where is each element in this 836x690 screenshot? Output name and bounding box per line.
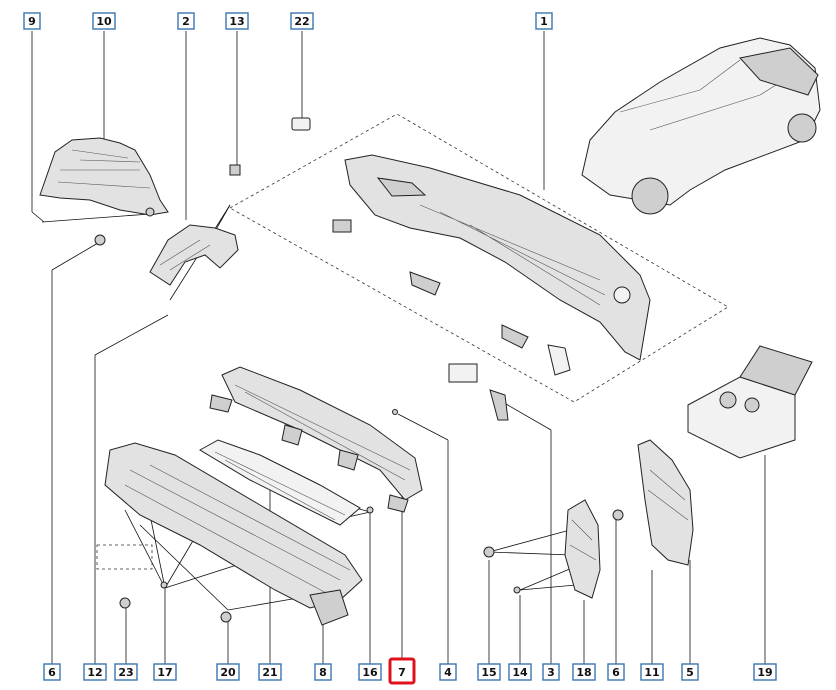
callout-12-label: 12 [87, 666, 102, 679]
callout-15-label: 15 [481, 666, 496, 679]
callout-6-left-label: 6 [48, 666, 56, 679]
mount-bracket-part [483, 499, 601, 599]
callout-4-label: 4 [444, 666, 452, 679]
bumper-beam-part [209, 366, 423, 513]
callout-5[interactable]: 5 [681, 663, 699, 681]
callout-18-label: 18 [576, 666, 591, 679]
callout-3[interactable]: 3 [542, 663, 560, 681]
nut-part-6 [94, 234, 106, 246]
clip-part-13 [229, 164, 241, 176]
callout-6-right-label: 6 [612, 666, 620, 679]
callout-21[interactable]: 21 [258, 663, 282, 681]
callout-16[interactable]: 16 [358, 663, 382, 681]
dashed-outlines [96, 113, 729, 570]
callout-23[interactable]: 23 [114, 663, 138, 681]
callout-19[interactable]: 19 [753, 663, 777, 681]
callout-11-label: 11 [644, 666, 659, 679]
pad-part-22 [291, 117, 311, 131]
nut-part-23 [119, 597, 131, 609]
nut-part-20 [220, 611, 232, 623]
callout-5-label: 5 [686, 666, 694, 679]
wheel-arch-liner-part [39, 137, 169, 217]
callout-13-label: 13 [229, 15, 244, 28]
callout-22[interactable]: 22 [290, 12, 314, 30]
callout-23-label: 23 [118, 666, 133, 679]
callout-14-label: 14 [512, 666, 528, 679]
callout-8-label: 8 [319, 666, 327, 679]
callout-11[interactable]: 11 [640, 663, 664, 681]
callout-8[interactable]: 8 [314, 663, 332, 681]
middle-absorber-part [199, 439, 361, 526]
callout-3-label: 3 [547, 666, 555, 679]
callout-22-label: 22 [294, 15, 309, 28]
callout-17[interactable]: 17 [153, 663, 177, 681]
side-liner-right-part [612, 439, 694, 566]
callout-15[interactable]: 15 [477, 663, 501, 681]
callout-20-label: 20 [220, 666, 236, 679]
bumper-small-parts [332, 219, 571, 376]
callout-16-label: 16 [362, 666, 378, 679]
callout-1[interactable]: 1 [535, 12, 553, 30]
callout-12[interactable]: 12 [83, 663, 107, 681]
sensor-part [448, 363, 509, 421]
callout-19-label: 19 [757, 666, 772, 679]
callout-7-label: 7 [398, 666, 406, 679]
side-bracket-part [149, 224, 239, 286]
screw-part-4 [392, 409, 398, 415]
clip-part-17 [160, 581, 168, 589]
callout-14[interactable]: 14 [508, 663, 532, 681]
callout-2-label: 2 [182, 15, 190, 28]
callout-13[interactable]: 13 [225, 12, 249, 30]
callout-10-label: 10 [96, 15, 112, 28]
callout-7-selected[interactable]: 7 [388, 657, 416, 685]
fastener-kit-box-part [687, 345, 813, 459]
car-illustration [581, 37, 821, 215]
callout-21-label: 21 [262, 666, 277, 679]
callout-6-right[interactable]: 6 [607, 663, 625, 681]
callout-17-label: 17 [157, 666, 172, 679]
rear-bumper-part [344, 154, 651, 361]
callout-4[interactable]: 4 [439, 663, 457, 681]
callout-2[interactable]: 2 [177, 12, 195, 30]
callout-10[interactable]: 10 [92, 12, 116, 30]
clip-part-16 [366, 506, 374, 514]
callout-9-label: 9 [28, 15, 36, 28]
callout-1-label: 1 [540, 15, 548, 28]
callout-6-left[interactable]: 6 [43, 663, 61, 681]
callout-20[interactable]: 20 [216, 663, 240, 681]
callout-18[interactable]: 18 [572, 663, 596, 681]
energy-absorber-part [104, 442, 363, 626]
callout-9[interactable]: 9 [23, 12, 41, 30]
